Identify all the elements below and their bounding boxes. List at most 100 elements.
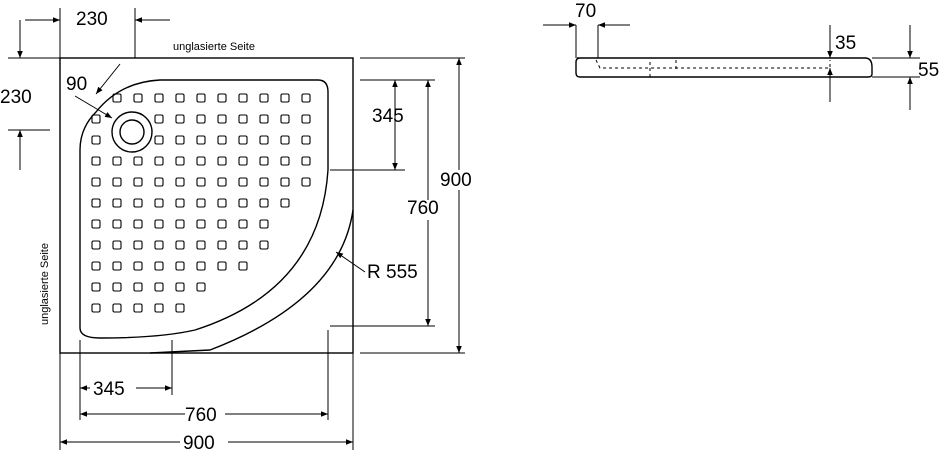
anti-slip-dot — [112, 156, 122, 166]
anti-slip-dot — [133, 261, 143, 271]
anti-slip-dot — [238, 240, 248, 250]
anti-slip-dot — [196, 240, 206, 250]
dim-angle-90: 90 — [66, 74, 87, 95]
anti-slip-dot — [259, 198, 269, 208]
dim-side-35: 35 — [835, 33, 856, 54]
anti-slip-dot — [154, 219, 164, 229]
anti-slip-dot — [196, 219, 206, 229]
anti-slip-dot — [301, 93, 311, 103]
anti-slip-dot — [217, 114, 227, 124]
anti-slip-dot — [280, 135, 290, 145]
anti-slip-dot — [259, 156, 269, 166]
anti-slip-dot — [91, 282, 101, 292]
anti-slip-dot — [112, 261, 122, 271]
anti-slip-dot — [133, 240, 143, 250]
anti-slip-dot — [154, 177, 164, 187]
dim-left-230: 230 — [0, 87, 32, 108]
anti-slip-dot — [112, 282, 122, 292]
anti-slip-dot — [133, 303, 143, 313]
anti-slip-dot — [217, 135, 227, 145]
anti-slip-dot — [91, 261, 101, 271]
anti-slip-dot — [238, 93, 248, 103]
anti-slip-dot — [175, 240, 185, 250]
tray-profile — [575, 57, 873, 78]
anti-slip-dot — [91, 114, 101, 124]
anti-slip-dot — [175, 198, 185, 208]
anti-slip-dot — [217, 198, 227, 208]
anti-slip-dot — [217, 93, 227, 103]
anti-slip-dot — [112, 303, 122, 313]
anti-slip-dot — [259, 135, 269, 145]
dim-top-230: 230 — [76, 9, 108, 30]
dim-right-900: 900 — [440, 170, 472, 191]
anti-slip-dot — [154, 198, 164, 208]
anti-slip-dot — [154, 303, 164, 313]
anti-slip-dot — [91, 198, 101, 208]
anti-slip-dot — [196, 177, 206, 187]
front-curve — [149, 209, 354, 354]
anti-slip-dot — [112, 177, 122, 187]
anti-slip-dot — [217, 261, 227, 271]
anti-slip-dot — [175, 177, 185, 187]
anti-slip-dot — [154, 240, 164, 250]
anti-slip-dot — [259, 177, 269, 187]
anti-slip-dot — [280, 198, 290, 208]
plan-view: unglasierte Seite unglasierte Seite 230 … — [0, 8, 472, 453]
anti-slip-dot — [238, 114, 248, 124]
tray-outline — [59, 57, 354, 354]
anti-slip-dot — [91, 240, 101, 250]
anti-slip-dot — [154, 156, 164, 166]
anti-slip-dot — [91, 135, 101, 145]
dim-right-345: 345 — [372, 106, 404, 127]
anti-slip-dot — [196, 282, 206, 292]
anti-slip-dot — [133, 177, 143, 187]
side-view: 70 35 55 — [543, 1, 939, 110]
anti-slip-dot — [259, 114, 269, 124]
anti-slip-dot — [217, 219, 227, 229]
anti-slip-dot — [196, 135, 206, 145]
anti-slip-dot — [238, 156, 248, 166]
anti-slip-dot — [154, 282, 164, 292]
anti-slip-dot — [112, 198, 122, 208]
anti-slip-dot — [175, 156, 185, 166]
anti-slip-dot — [217, 156, 227, 166]
dim-bottom-760: 760 — [185, 405, 217, 426]
anti-slip-dot — [238, 198, 248, 208]
anti-slip-dot — [238, 177, 248, 187]
anti-slip-dot — [91, 177, 101, 187]
anti-slip-dot — [196, 156, 206, 166]
anti-slip-dot — [175, 135, 185, 145]
unglazed-left-label: unglasierte Seite — [39, 243, 51, 325]
anti-slip-dot — [175, 282, 185, 292]
anti-slip-dot — [154, 135, 164, 145]
anti-slip-dot — [196, 114, 206, 124]
drain-icon — [111, 111, 153, 153]
anti-slip-dot — [112, 240, 122, 250]
anti-slip-dot — [280, 177, 290, 187]
anti-slip-dot — [196, 93, 206, 103]
anti-slip-dot — [238, 219, 248, 229]
dim-right-760: 760 — [407, 198, 439, 219]
anti-slip-dot — [91, 303, 101, 313]
anti-slip-dot — [280, 114, 290, 124]
anti-slip-dot — [154, 261, 164, 271]
anti-slip-dot — [196, 261, 206, 271]
anti-slip-dot — [217, 240, 227, 250]
unglazed-top-label: unglasierte Seite — [173, 41, 255, 53]
anti-slip-dot — [217, 177, 227, 187]
anti-slip-dot — [301, 177, 311, 187]
anti-slip-dot — [112, 219, 122, 229]
anti-slip-dot — [238, 261, 248, 271]
anti-slip-dot — [133, 93, 143, 103]
anti-slip-dot — [175, 114, 185, 124]
anti-slip-dot — [175, 303, 185, 313]
anti-slip-dot — [259, 93, 269, 103]
anti-slip-dot — [154, 93, 164, 103]
dim-bottom-900: 900 — [183, 433, 215, 453]
anti-slip-dot — [175, 93, 185, 103]
anti-slip-pattern — [91, 93, 311, 313]
anti-slip-dot — [196, 198, 206, 208]
anti-slip-dot — [91, 156, 101, 166]
anti-slip-dot — [301, 135, 311, 145]
